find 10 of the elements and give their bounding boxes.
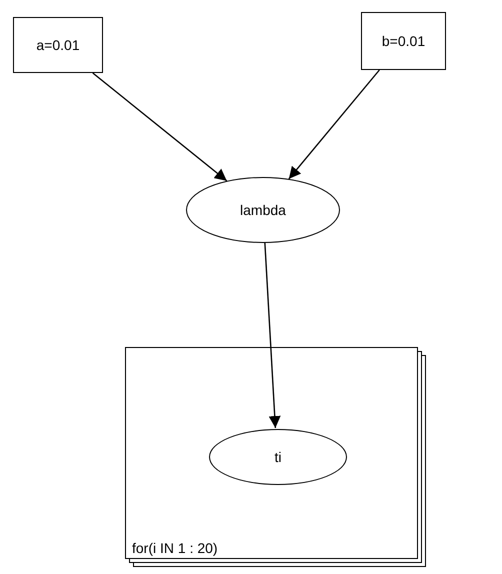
node-label: lambda (240, 202, 286, 218)
plate-label: for(i IN 1 : 20) (132, 540, 218, 556)
arrow (288, 70, 380, 180)
arrow (92, 72, 228, 182)
arrow (264, 242, 281, 428)
node-label: b=0.01 (382, 33, 426, 49)
node-label: a=0.01 (36, 37, 80, 53)
node-label: ti (274, 449, 282, 465)
parameter-box (13, 17, 103, 73)
parameter-box (361, 12, 446, 70)
